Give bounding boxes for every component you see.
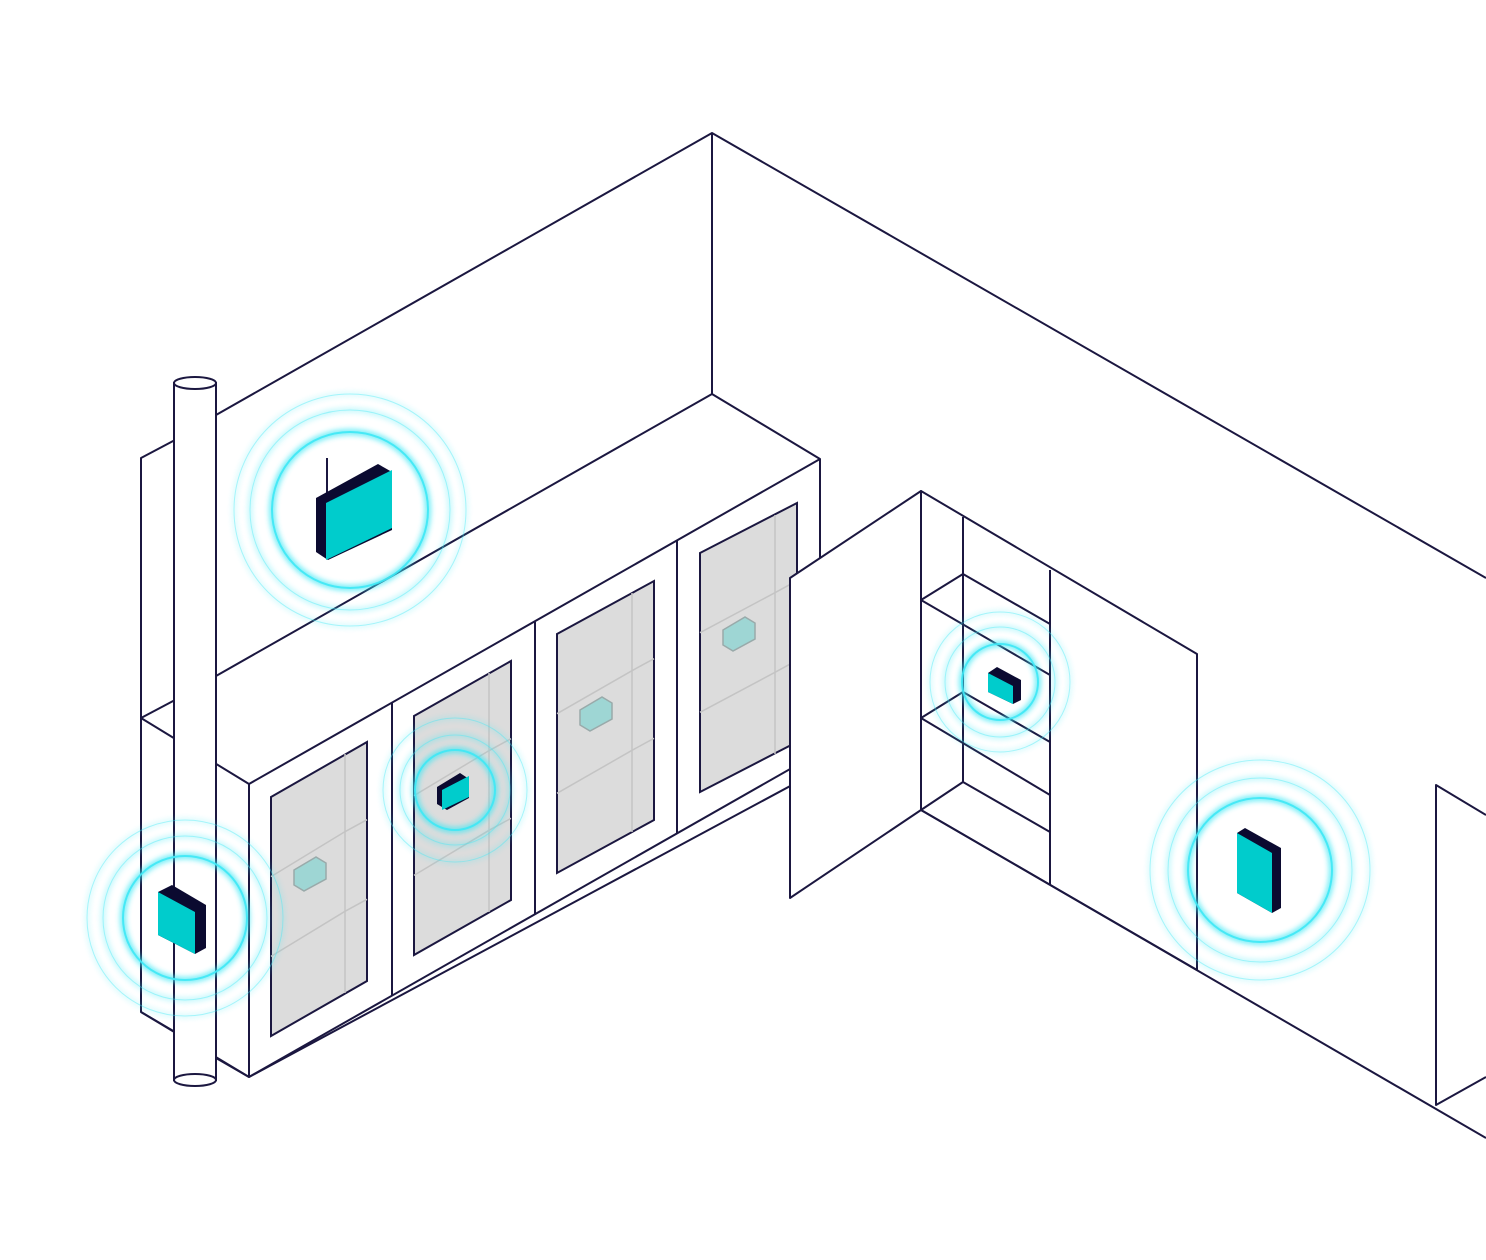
signal-rings-icon [381, 716, 529, 864]
room-walls [215, 132, 1486, 579]
sensor-behind-glass [579, 696, 613, 732]
wireless-sensor-icon [316, 458, 392, 560]
wireless-sensor-icon [158, 885, 206, 954]
wireless-sensor-4[interactable] [928, 610, 1072, 754]
wireless-sensor-icon [988, 667, 1021, 704]
glass-door-2 [413, 659, 512, 957]
glass-door-3 [556, 579, 655, 875]
open-shelf-cabinet [920, 490, 1486, 1139]
cabinet-glass-doors [270, 501, 798, 1038]
wireless-sensor-3[interactable] [381, 716, 529, 864]
pipe [173, 376, 217, 1087]
wireless-sensor-2[interactable] [85, 818, 285, 1018]
right-edge-cabinet [1435, 784, 1486, 1106]
signal-rings-icon [232, 392, 468, 628]
glass-door-4 [699, 501, 798, 794]
sensors [85, 392, 1372, 1018]
wireless-sensor-icon [437, 773, 469, 810]
sensor-behind-glass [293, 856, 327, 892]
wireless-sensor-5[interactable] [1148, 758, 1372, 982]
sensor-behind-glass [722, 616, 756, 652]
wireless-sensor-1[interactable] [232, 392, 468, 628]
signal-rings-icon [1148, 758, 1372, 982]
signal-rings-icon [928, 610, 1072, 754]
glass-door-1 [270, 740, 368, 1038]
signal-rings-icon [85, 818, 285, 1018]
wireless-sensor-icon [1237, 828, 1281, 913]
